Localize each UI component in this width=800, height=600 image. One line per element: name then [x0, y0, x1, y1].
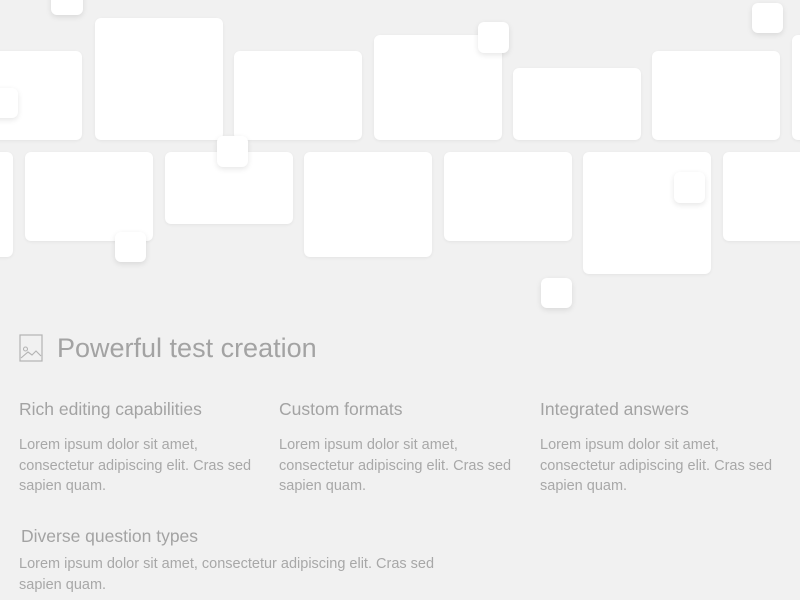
- collage-card: [652, 51, 780, 140]
- collage-chip: [115, 232, 146, 262]
- feature-title: Custom formats: [279, 399, 403, 419]
- collage-chip: [51, 0, 83, 15]
- feature-description: Lorem ipsum dolor sit amet, consectetur …: [19, 437, 252, 494]
- feature-description: Lorem ipsum dolor sit amet, consectetur …: [279, 437, 512, 494]
- collage-card: [304, 152, 432, 257]
- feature-custom-formats: Custom formats Lorem ipsum dolor sit ame…: [279, 399, 519, 497]
- decorative-card-collage: [0, 0, 800, 308]
- collage-chip: [674, 172, 705, 203]
- collage-chip: [0, 88, 18, 118]
- feature-rich-editing: Rich editing capabilities Lorem ipsum do…: [19, 399, 259, 497]
- feature-description: Lorem ipsum dolor sit amet, consectetur …: [19, 556, 435, 593]
- collage-card: [0, 152, 13, 257]
- collage-card: [583, 152, 711, 274]
- feature-title: Rich editing capabilities: [19, 399, 202, 419]
- feature-integrated-answers: Integrated answers Lorem ipsum dolor sit…: [540, 399, 780, 497]
- section-title: Powerful test creation: [57, 332, 317, 363]
- feature-description: Lorem ipsum dolor sit amet, consectetur …: [540, 437, 773, 494]
- collage-chip: [217, 136, 248, 167]
- collage-card: [234, 51, 362, 140]
- collage-chip: [541, 278, 572, 308]
- collage-card: [444, 152, 572, 241]
- image-icon: [19, 334, 43, 362]
- collage-chip: [478, 22, 509, 53]
- collage-card: [25, 152, 153, 241]
- feature-title: Integrated answers: [540, 399, 689, 419]
- feature-diverse-question-types: Diverse question types Lorem ipsum dolor…: [19, 526, 459, 595]
- collage-card: [723, 152, 800, 241]
- collage-card: [513, 68, 641, 140]
- collage-card: [95, 18, 223, 140]
- section-header: Powerful test creation: [19, 330, 317, 366]
- feature-title: Diverse question types: [21, 526, 199, 546]
- collage-chip: [752, 3, 783, 33]
- collage-card: [792, 35, 800, 140]
